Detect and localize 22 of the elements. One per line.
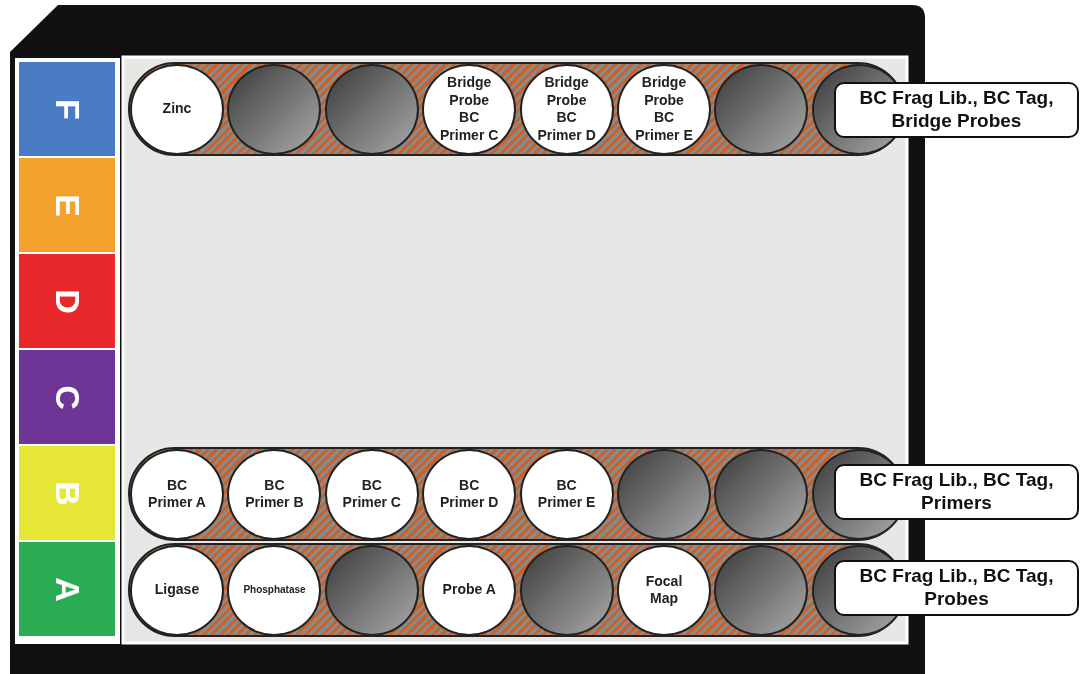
well: BC Primer B xyxy=(227,448,322,540)
callout-tooltip: BC Frag Lib., BC Tag, Bridge Probes xyxy=(834,82,1079,138)
well: BC Primer E xyxy=(519,448,614,540)
well: Bridge Probe BC Primer E xyxy=(617,63,711,155)
row-tile: A xyxy=(19,542,115,636)
well: Probe A xyxy=(422,544,517,636)
well: Focal Map xyxy=(617,544,711,636)
well: BC Primer C xyxy=(324,448,419,540)
well: Bridge Probe BC Primer C xyxy=(422,63,517,155)
well: BC Primer A xyxy=(130,448,224,540)
well: Phosphatase xyxy=(227,544,322,636)
well: Zinc xyxy=(130,63,224,155)
row-tile: D xyxy=(19,254,115,348)
row-tile: F xyxy=(19,62,115,156)
callout-tooltip: BC Frag Lib., BC Tag, Probes xyxy=(834,560,1079,616)
well: Bridge Probe BC Primer D xyxy=(519,63,614,155)
row-tile: C xyxy=(19,350,115,444)
callout-tooltip: BC Frag Lib., BC Tag, Primers xyxy=(834,464,1079,520)
row-tile: B xyxy=(19,446,115,540)
well: BC Primer D xyxy=(422,448,517,540)
well: Ligase xyxy=(130,544,224,636)
row-tile: E xyxy=(19,158,115,252)
